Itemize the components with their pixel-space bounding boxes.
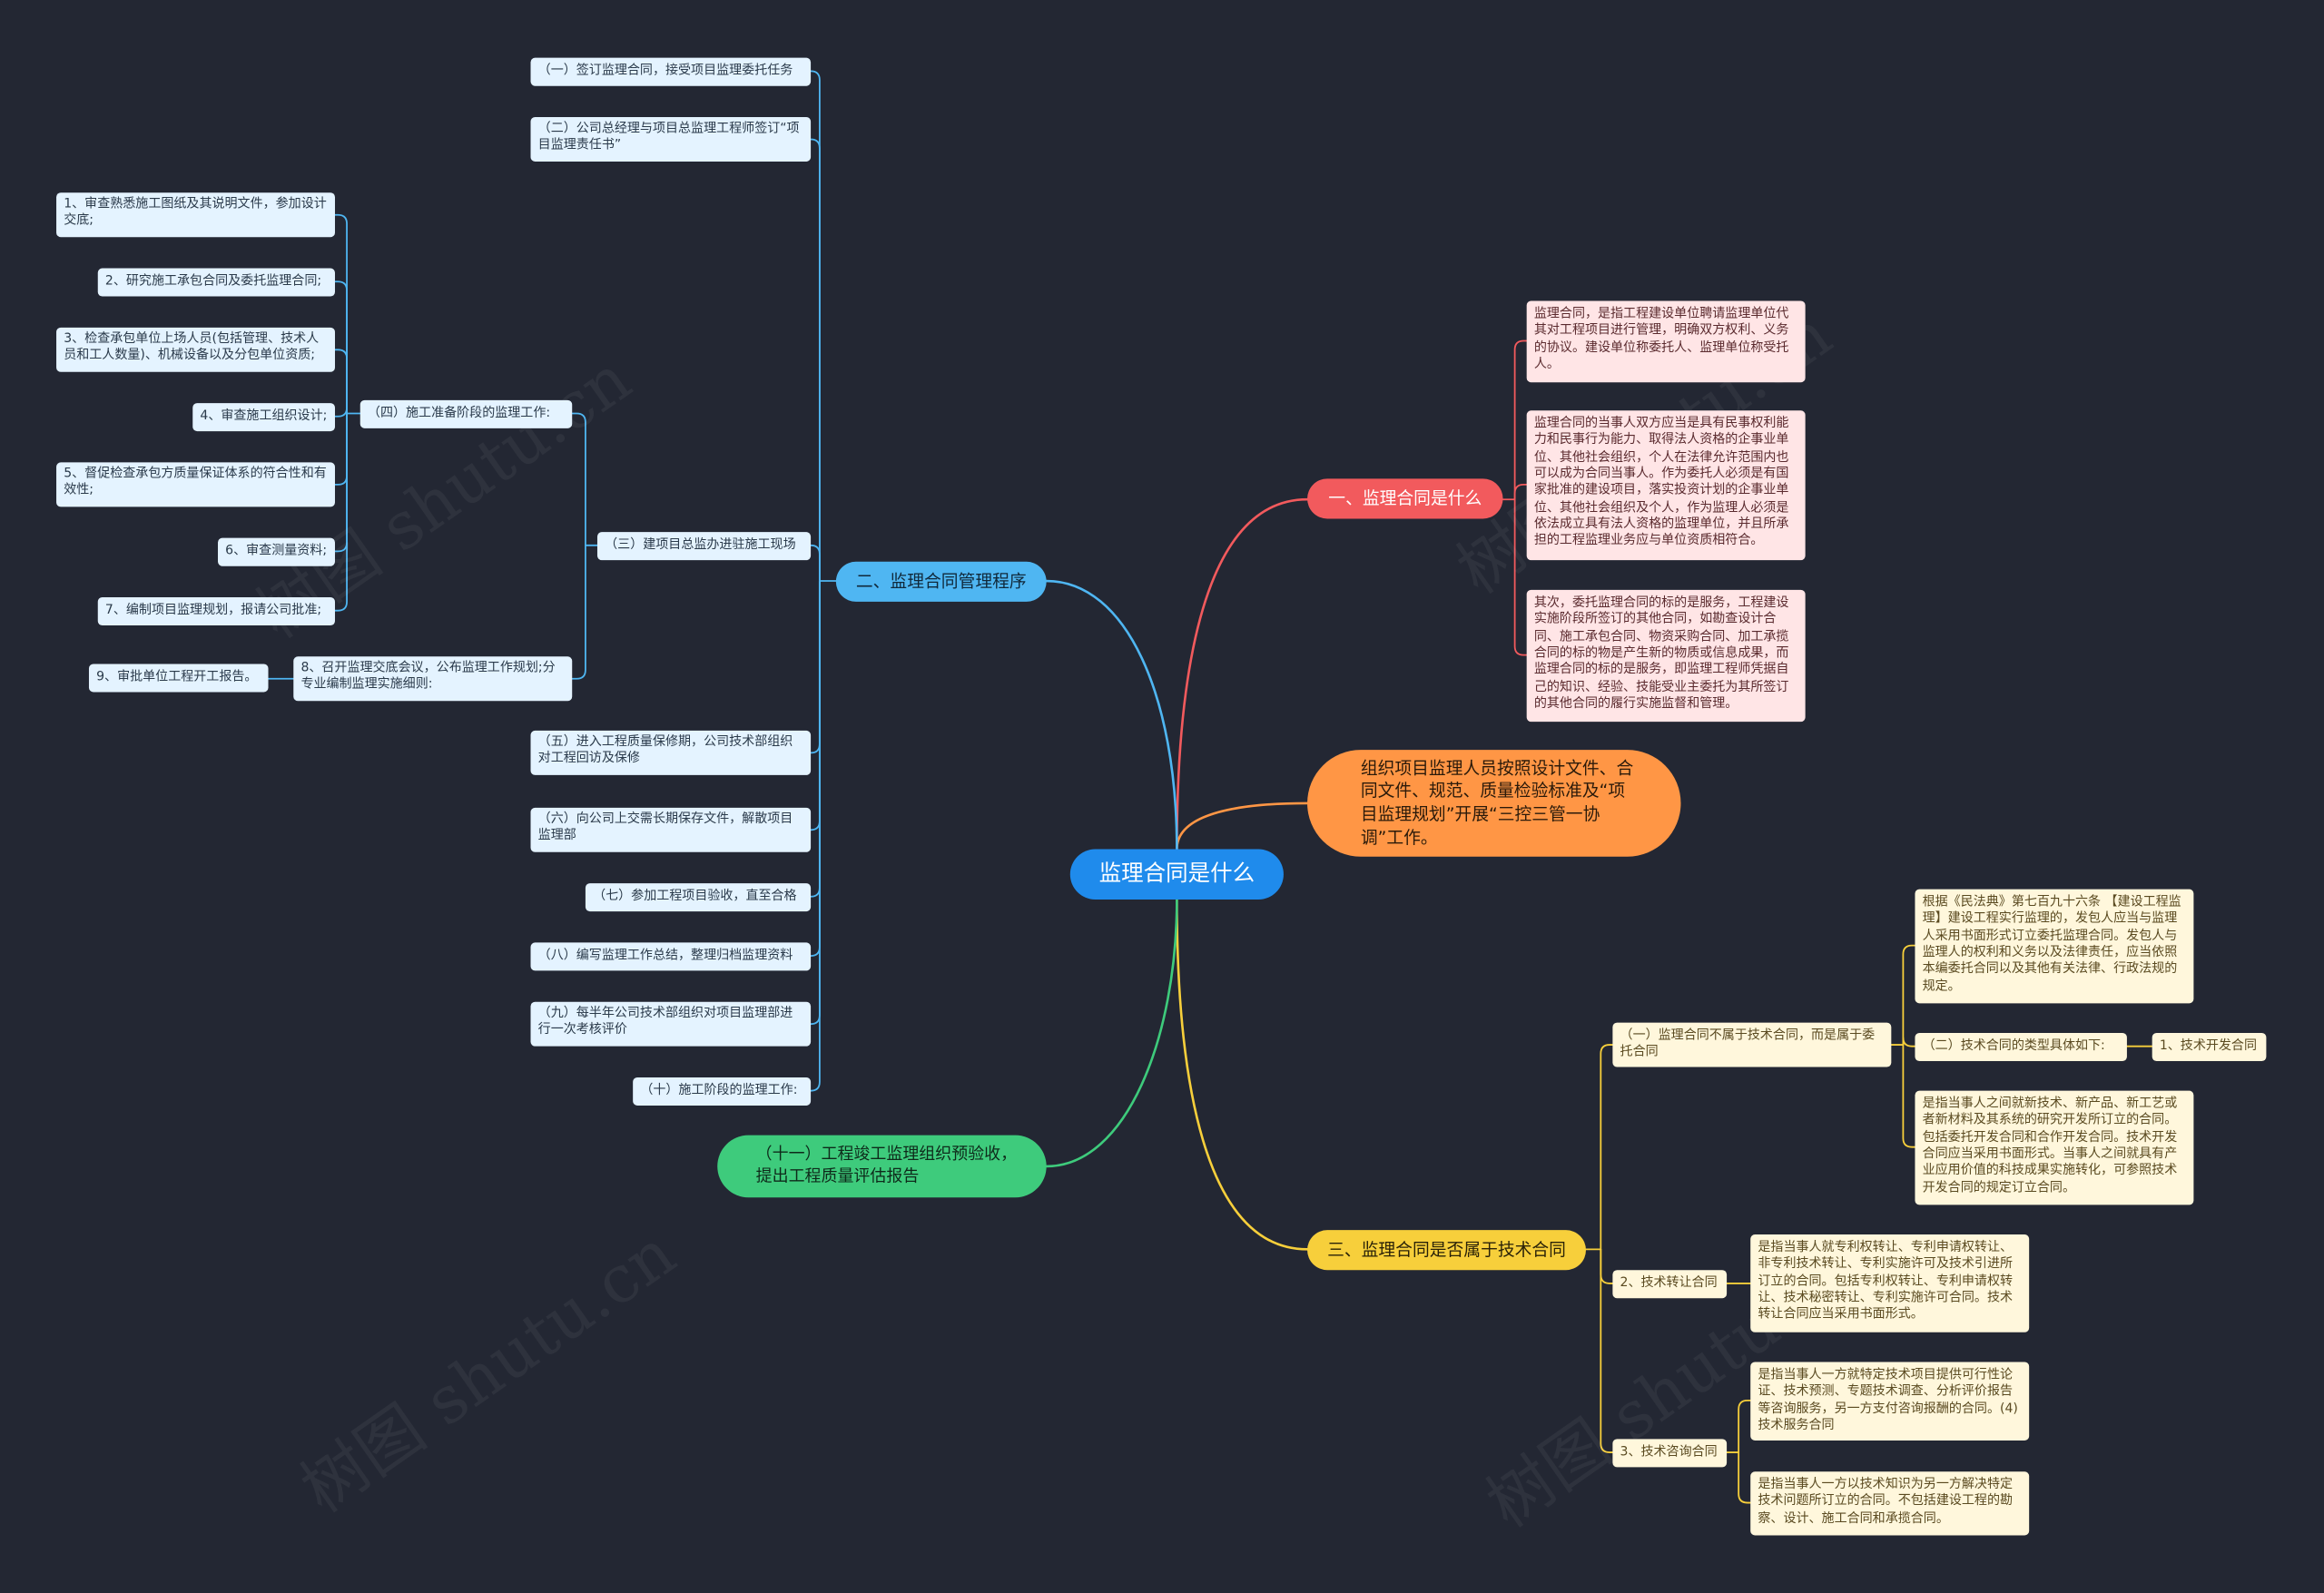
procedure-item-4[interactable]: （四）施工准备阶段的监理工作:: [359, 399, 573, 428]
edge-root-orange: [1176, 801, 1309, 851]
civil-code-note[interactable]: 根据《民法典》第七百九十六条 【建设工程监理】建设工程实行监理的，发包人应当与监…: [1915, 889, 2194, 1004]
bracket-leaf: [810, 580, 821, 898]
procedure-item-3[interactable]: （三）建项目总监办进驻施工现场: [596, 532, 812, 561]
prep-item-5[interactable]: 5、督促检查承包方质量保证体系的符合性和有效性;: [56, 462, 335, 507]
bracket-leaf: [810, 580, 821, 754]
prep-item-6[interactable]: 6、审查测量资料;: [218, 537, 335, 566]
branch-completion-acceptance[interactable]: （十一）工程竣工监理组织预验收，提出工程质量评估报告: [717, 1135, 1047, 1198]
branch-management-procedure[interactable]: 二、监理合同管理程序: [835, 561, 1047, 602]
prep-item-4[interactable]: 4、审查施工组织设计;: [192, 403, 335, 432]
bracket-leaf: [1902, 944, 1916, 1046]
prep-item-9[interactable]: 9、审批单位工程开工报告。: [88, 664, 269, 693]
bracket-leaf: [1513, 483, 1528, 501]
procedure-item-7[interactable]: （七）参加工程项目验收，直至合格: [585, 883, 812, 912]
subject-service-note[interactable]: 其次，委托监理合同的标的是服务，工程建设实施阶段所签订的其他合同，如勘查设计合同…: [1526, 589, 1806, 723]
procedure-item-1[interactable]: （一）签订监理合同，接受项目监理委托任务: [530, 57, 812, 86]
branch-is-technical-contract[interactable]: 三、监理合同是否属于技术合同: [1307, 1230, 1586, 1271]
not-technical-contract[interactable]: （一）监理合同不属于技术合同，而是属于委托合同: [1612, 1022, 1892, 1067]
bracket-leaf: [334, 213, 348, 415]
bracket-leaf: [1600, 1248, 1614, 1453]
prep-item-2[interactable]: 2、研究施工承包合同及委托监理合同;: [97, 268, 335, 297]
procedure-item-8[interactable]: （八）编写监理工作总结，整理归档监理资料: [530, 942, 812, 971]
tech-consulting-contract[interactable]: 3、技术咨询合同: [1612, 1439, 1728, 1468]
tech-consulting-desc[interactable]: 是指当事人一方就特定技术项目提供可行性论证、技术预测、专题技术调查、分析评价报告…: [1750, 1362, 2030, 1441]
branch-what-is-contract[interactable]: 一、监理合同是什么: [1307, 478, 1503, 519]
branch-organize-work[interactable]: 组织项目监理人员按照设计文件、合同文件、规范、质量检验标准及“项目监理规划”开展…: [1307, 750, 1681, 857]
bracket-leaf: [334, 412, 348, 612]
procedure-item-9[interactable]: （九）每半年公司技术部组织对项目监理部进行一次考核评价: [530, 1001, 812, 1047]
bracket-leaf: [334, 280, 348, 415]
bracket-leaf: [571, 412, 586, 546]
bracket-leaf: [334, 412, 348, 486]
bracket-leaf: [810, 544, 821, 582]
tech-transfer-desc[interactable]: 是指当事人就专利权转让、专利申请权转让、非专利技术转让、专利实施许可及技术引进所…: [1750, 1234, 2030, 1332]
bracket-leaf: [1600, 1044, 1614, 1251]
bracket-leaf: [1738, 1451, 1752, 1504]
root-topic[interactable]: 监理合同是什么: [1069, 849, 1284, 900]
bracket-leaf: [810, 70, 821, 582]
edge-root-blue: [1045, 579, 1178, 851]
edge-root-green: [1045, 898, 1178, 1168]
procedure-item-2[interactable]: （二）公司总经理与项目总监理工程师签订“项目监理责任书”: [530, 116, 812, 162]
tech-transfer-contract[interactable]: 2、技术转让合同: [1612, 1270, 1728, 1299]
procedure-item-5[interactable]: （五）进入工程质量保修期，公司技术部组织对工程回访及保修: [530, 730, 812, 775]
bracket-leaf: [1513, 498, 1528, 656]
edge-root-yellow: [1176, 898, 1309, 1251]
bracket-leaf: [1513, 339, 1528, 501]
bracket-leaf: [1738, 1400, 1752, 1453]
bracket-leaf: [571, 544, 586, 680]
prep-item-3[interactable]: 3、检查承包单位上场人员(包括管理、技术人员和工人数量)、机械设备以及分包单位资…: [56, 327, 335, 372]
tech-development-contract[interactable]: 1、技术开发合同: [2152, 1032, 2267, 1062]
bracket-leaf: [810, 580, 821, 1026]
bracket-leaf: [1902, 1037, 1916, 1047]
bracket-leaf: [334, 349, 348, 415]
procedure-item-10[interactable]: （十）施工阶段的监理工作:: [633, 1077, 812, 1106]
prep-item-1[interactable]: 1、审查熟悉施工图纸及其说明文件，参加设计交底;: [56, 192, 335, 238]
bracket-leaf: [810, 138, 821, 582]
tech-service-desc[interactable]: 是指当事人一方以技术知识为另一方解决特定技术问题所订立的合同。不包括建设工程的勘…: [1750, 1471, 2030, 1536]
bracket-leaf: [810, 580, 821, 1092]
bracket-leaf: [1600, 1248, 1614, 1284]
definition-note[interactable]: 监理合同，是指工程建设单位聘请监理单位代其对工程项目进行管理，明确双方权利、义务…: [1526, 300, 1806, 383]
procedure-item-6[interactable]: （六）向公司上交需长期保存文件，解散项目监理部: [530, 807, 812, 852]
bracket-leaf: [334, 407, 348, 418]
bracket-leaf: [1902, 1044, 1916, 1148]
tech-development-desc[interactable]: 是指当事人之间就新技术、新产品、新工艺或者新材料及其系统的研究开发所订立的合同。…: [1915, 1090, 2194, 1205]
prep-item-8[interactable]: 8、召开监理交底会议，公布监理工作规划;分专业编制监理实施细则:: [293, 656, 573, 702]
prep-item-7[interactable]: 7、编制项目监理规划，报请公司批准;: [97, 596, 335, 625]
edge-root-red: [1176, 497, 1309, 851]
technical-contract-types[interactable]: （二）技术合同的类型具体如下:: [1915, 1032, 2127, 1062]
bracket-leaf: [810, 580, 821, 831]
parties-note[interactable]: 监理合同的当事人双方应当是具有民事权利能力和民事行为能力、取得法人资格的企事业单…: [1526, 410, 1806, 561]
bracket-leaf: [810, 580, 821, 957]
